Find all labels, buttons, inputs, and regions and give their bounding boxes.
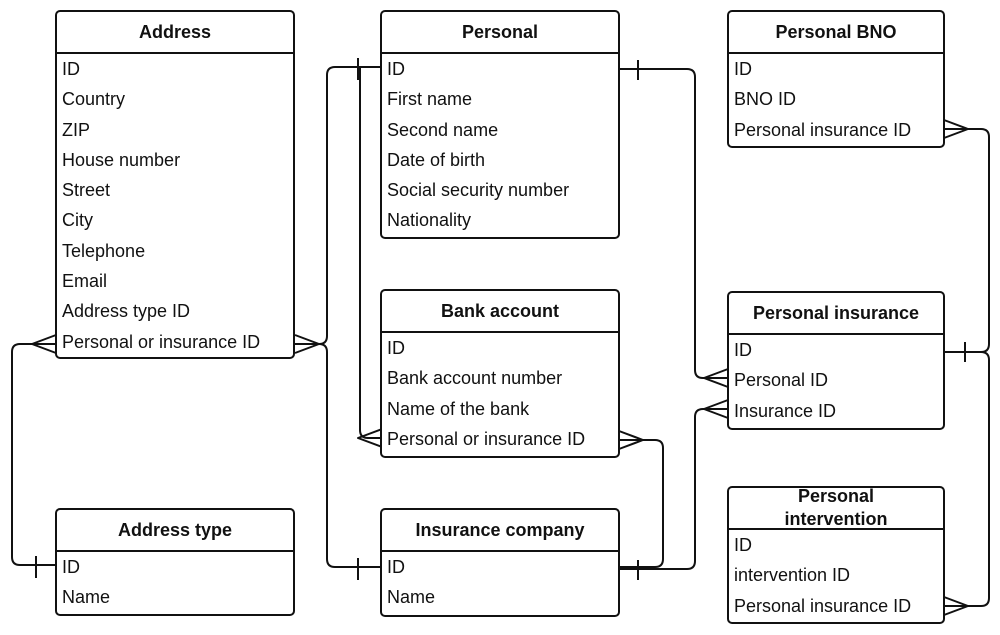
entity-address[interactable]: Address ID Country ZIP House number Stre…	[55, 10, 295, 359]
entity-field-list: ID Personal ID Insurance ID	[729, 335, 943, 426]
entity-field-list: ID First name Second name Date of birth …	[382, 54, 618, 236]
entity-title: Address type	[57, 510, 293, 552]
field-country: Country	[62, 89, 126, 110]
field-insurance-id: Insurance ID	[734, 400, 837, 421]
crowsfoot-address-type-id	[31, 334, 57, 354]
field-house-number: House number	[62, 149, 181, 170]
entity-address-type[interactable]: Address type ID Name	[55, 508, 295, 616]
entity-field-list: ID Bank account number Name of the bank …	[382, 333, 618, 454]
field-zip: ZIP	[62, 119, 91, 140]
link-insurance-company-to-bank-account	[619, 439, 664, 568]
field-bank-account-number: Bank account number	[387, 368, 563, 389]
field-nationality: Nationality	[387, 210, 472, 231]
link-personal-insurance-to-personal-intervention	[944, 351, 990, 607]
field-date-of-birth: Date of birth	[387, 149, 486, 170]
crowsfoot-address-personal-or-insurance	[294, 334, 320, 354]
field-first-name: First name	[387, 89, 473, 110]
link-personal-to-address	[295, 66, 380, 345]
field-personal-id: Personal ID	[734, 370, 829, 391]
crowsfoot-personal-intervention	[943, 596, 969, 616]
entity-title: Insurance company	[382, 510, 618, 552]
crowsfoot-bank-account-right	[618, 430, 644, 450]
entity-personal-insurance[interactable]: Personal insurance ID Personal ID Insura…	[727, 291, 945, 430]
entity-field-list: ID Name	[382, 552, 618, 613]
entity-insurance-company[interactable]: Insurance company ID Name	[380, 508, 620, 617]
entity-bank-account[interactable]: Bank account ID Bank account number Name…	[380, 289, 620, 458]
field-personal-or-insurance-id: Personal or insurance ID	[62, 331, 261, 352]
field-id: ID	[387, 59, 405, 79]
link-personal-to-bank-account	[359, 67, 380, 439]
entity-personal-bno[interactable]: Personal BNO ID BNO ID Personal insuranc…	[727, 10, 945, 148]
field-second-name: Second name	[387, 119, 499, 140]
field-id: ID	[734, 340, 752, 360]
entity-personal[interactable]: Personal ID First name Second name Date …	[380, 10, 620, 239]
link-address-type-to-address	[11, 343, 56, 566]
crowsfoot-bank-account-left	[357, 428, 383, 448]
field-id: ID	[387, 557, 405, 577]
field-name-of-the-bank: Name of the bank	[387, 398, 530, 419]
field-personal-or-insurance-id: Personal or insurance ID	[387, 428, 586, 449]
field-social-security-number: Social security number	[387, 180, 570, 201]
entity-personal-intervention[interactable]: Personal intervention ID intervention ID…	[727, 486, 945, 624]
entity-title: Personal	[382, 12, 618, 54]
crowsfoot-personal-insurance-insurance-id	[703, 399, 729, 419]
link-personal-insurance-to-personal-bno	[944, 128, 990, 353]
field-street: Street	[62, 180, 111, 201]
field-id: ID	[734, 59, 752, 79]
field-id: ID	[387, 338, 405, 358]
field-personal-insurance-id: Personal insurance ID	[734, 119, 912, 140]
field-name: Name	[62, 587, 111, 608]
field-address-type-id: Address type ID	[62, 301, 191, 322]
crowsfoot-personal-insurance-personal-id	[703, 368, 729, 388]
link-insurance-company-to-address	[318, 343, 380, 568]
entity-title: Personal BNO	[729, 12, 943, 54]
entity-title: Address	[57, 12, 293, 54]
entity-field-list: ID Name	[57, 552, 293, 613]
field-email: Email	[62, 271, 108, 292]
entity-title: Personal intervention	[729, 486, 943, 530]
field-name: Name	[387, 587, 436, 608]
entity-field-list: ID Country ZIP House number Street City …	[57, 54, 293, 357]
field-id: ID	[62, 59, 80, 79]
entity-field-list: ID intervention ID Personal insurance ID	[729, 530, 943, 621]
link-insurance-company-to-personal-insurance	[619, 408, 728, 570]
field-intervention-id: intervention ID	[734, 565, 851, 586]
crowsfoot-personal-bno	[943, 119, 969, 139]
field-id: ID	[734, 535, 752, 555]
field-id: ID	[62, 557, 80, 577]
field-city: City	[62, 210, 93, 231]
entity-field-list: ID BNO ID Personal insurance ID	[729, 54, 943, 145]
field-personal-insurance-id: Personal insurance ID	[734, 595, 912, 616]
link-personal-to-personal-insurance	[619, 68, 728, 379]
entity-title: Personal insurance	[729, 293, 943, 335]
field-bno-id: BNO ID	[734, 89, 797, 110]
entity-title: Bank account	[382, 291, 618, 333]
field-telephone: Telephone	[62, 240, 146, 261]
